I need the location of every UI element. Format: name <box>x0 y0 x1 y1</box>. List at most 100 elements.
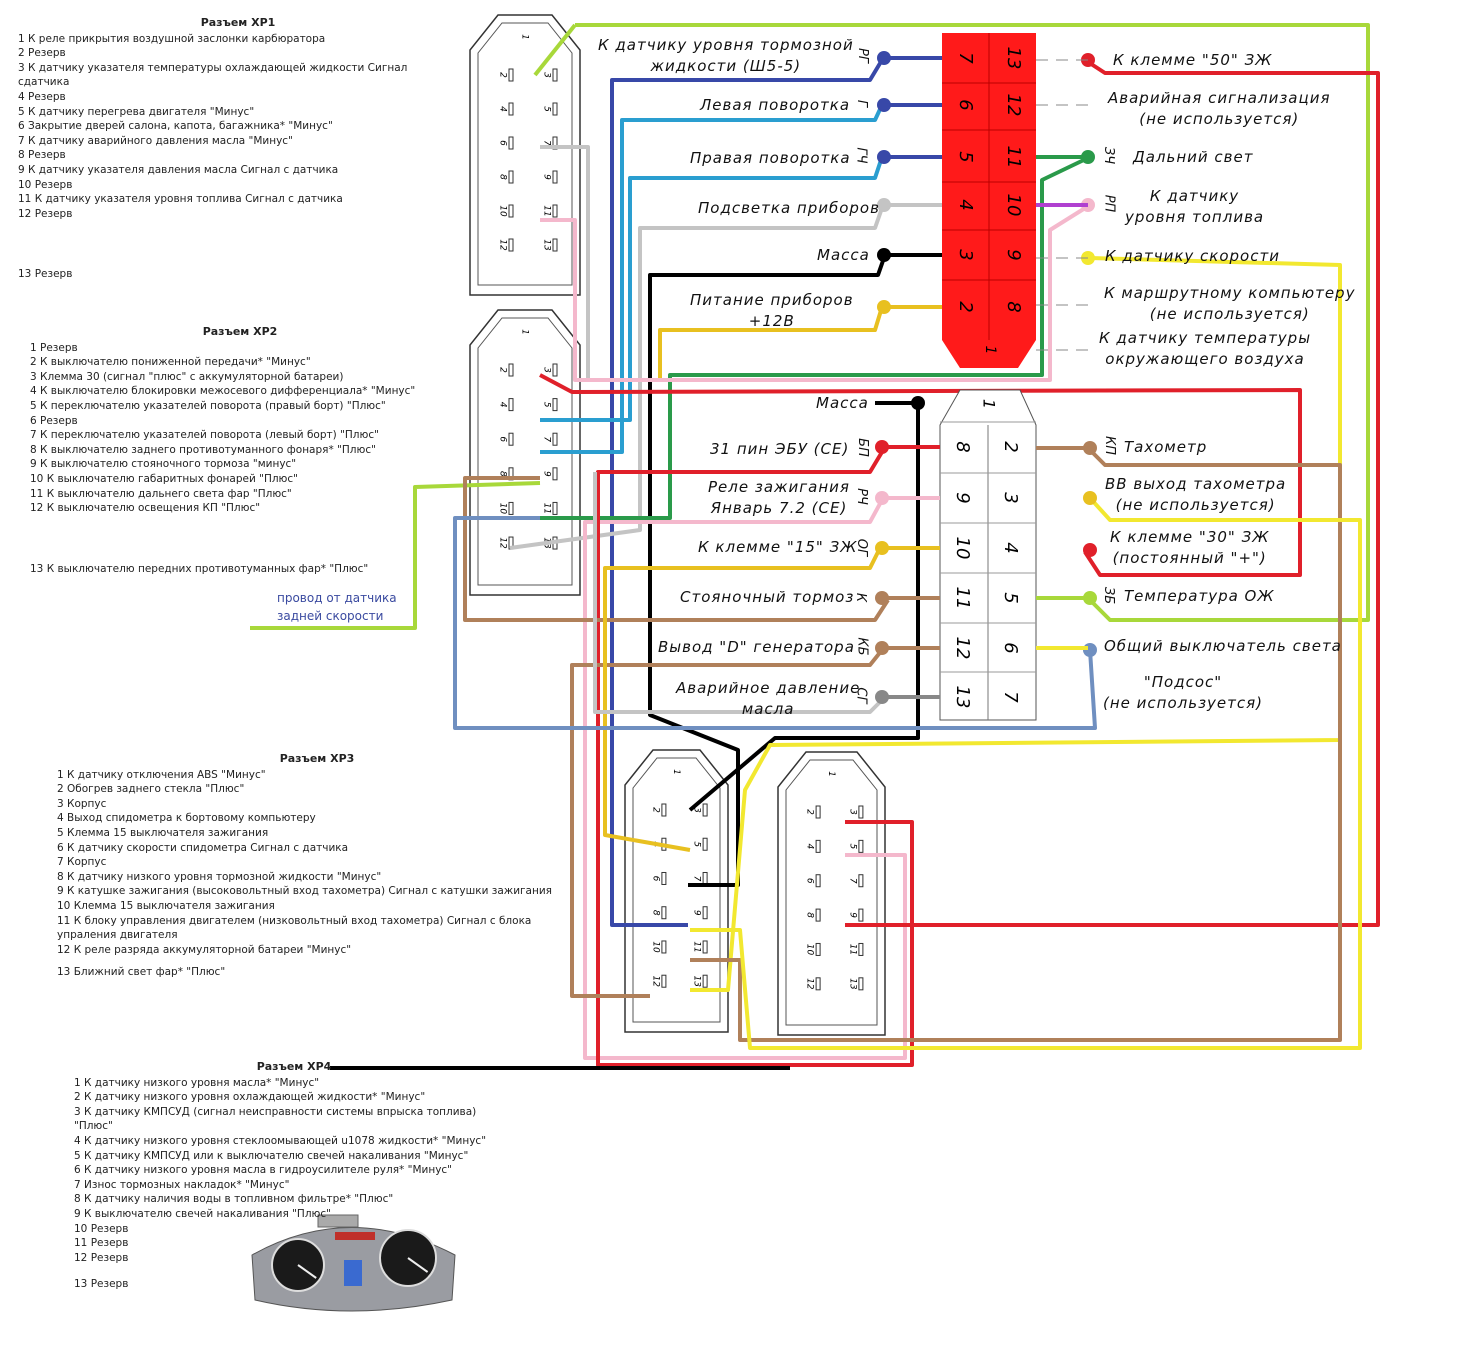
xp1-list-item: 7 К датчику аварийного давления масла "М… <box>18 134 293 147</box>
xp2-pin-socket <box>552 467 558 481</box>
xp2-list-item: 2 К выключателю пониженной передачи* "Ми… <box>30 356 311 369</box>
xp4-list-item: 1 К датчику низкого уровня масла* "Минус… <box>74 1076 320 1089</box>
xp3-pin-socket <box>661 974 667 988</box>
xp1-list-item: 12 Резерв <box>18 207 73 220</box>
code-og: ОГ <box>854 538 870 557</box>
xp4-pin-socket <box>858 942 864 956</box>
wire-power <box>658 306 884 380</box>
wire-terminal-15 <box>603 547 882 852</box>
xp3-list-item: 7 Корпус <box>57 856 107 869</box>
red-connector-pin: 13 <box>1003 47 1024 70</box>
code-bp: БП <box>854 438 870 457</box>
xp4-list-item: 11 Резерв <box>74 1237 129 1250</box>
wire-terminal-dot <box>877 51 891 65</box>
xp3-list-item: 3 Корпус <box>57 797 107 810</box>
xp3-pin-socket <box>661 871 667 885</box>
code-k: К <box>853 592 869 603</box>
xp2-pin: 11 <box>542 503 552 514</box>
xp1-pin-socket <box>508 68 514 82</box>
wire-terminal-dot <box>1083 441 1097 455</box>
xp4-pin-socket <box>815 942 821 956</box>
code-g: Г <box>854 99 870 108</box>
label-main-light-switch: Общий выключатель света <box>1104 637 1342 655</box>
xp1-list-item: 10 Резерв <box>18 178 73 191</box>
xp3-list-item: 5 Клемма 15 выключателя зажигания <box>57 826 269 839</box>
xp4-list-item: 4 К датчику низкого уровня стеклоомывающ… <box>74 1134 487 1147</box>
xp1-list-item: 6 Закрытие дверей салона, капота, багажн… <box>18 120 333 133</box>
xp4-pin: 2 <box>805 809 815 815</box>
gauge-needle <box>407 1257 429 1273</box>
xp4-pin-socket <box>858 908 864 922</box>
xp1-list-item: 8 Резерв <box>18 149 66 162</box>
xp2-pin-socket <box>552 501 558 515</box>
red-connector-pin: 5 <box>955 151 976 162</box>
wire-parking-brake <box>463 476 890 622</box>
xp3-pin-socket <box>702 974 708 988</box>
xp4-last-item: 13 Резерв <box>74 1278 129 1291</box>
xp4-list-item: 10 Резерв <box>74 1222 129 1235</box>
xp3-pin-socket <box>702 803 708 817</box>
xp2-list-item: 10 К выключателю габаритных фонарей "Плю… <box>30 472 299 485</box>
wire-terminal-50 <box>845 58 1380 927</box>
xp4-pin-socket <box>858 874 864 888</box>
xp1-list-item: 9 К датчику указателя давления масла Сиг… <box>18 163 339 176</box>
wire-terminal-dot <box>877 98 891 112</box>
xp4-pin: 10 <box>805 944 815 956</box>
xp4-list-item: 8 К датчику наличия воды в топливном фил… <box>74 1193 394 1206</box>
xp4-list-item: 9 К выключателю свечей накаливания "Плюс… <box>74 1207 331 1220</box>
white-connector-pin: 8 <box>952 441 973 452</box>
wire-light-switch <box>453 516 1097 730</box>
xp3-pin: 9 <box>692 910 702 916</box>
note-line-2: задней скорости <box>277 609 384 623</box>
white-connector-pin: 9 <box>952 492 973 503</box>
xp1-pin: 9 <box>542 174 552 180</box>
wire-terminal-dot <box>877 300 891 314</box>
xp2-list-item: 9 К выключателю стояночного тормоза "мин… <box>30 458 297 471</box>
xp3-inner-outline <box>632 757 721 1023</box>
xp2-pin-socket <box>508 398 514 412</box>
label-choke: "Подсос"(не используется) <box>1103 673 1264 712</box>
xp3-pin-socket <box>661 906 667 920</box>
xp1-pin: 8 <box>498 174 508 180</box>
wire-ignition-relay <box>583 499 907 1060</box>
code-kp: КП <box>1102 435 1118 456</box>
xp4-pin-socket <box>815 977 821 991</box>
wire-oil-pressure <box>593 472 884 714</box>
wire-terminal-dot <box>877 150 891 164</box>
xp3-list-item: 4 Выход спидометра к бортовому компьютер… <box>57 812 316 825</box>
xp1-pin: 5 <box>542 106 552 112</box>
xp2-inner-outline <box>477 317 573 586</box>
wire-coolant-temp <box>575 23 1370 622</box>
xp4-pin: 9 <box>847 912 857 918</box>
xp4-pin-socket <box>858 839 864 853</box>
xp4-list-item: 5 К датчику КМПСУД или к выключателю све… <box>74 1149 469 1162</box>
xp4-pin: 5 <box>847 843 857 849</box>
xp1-pin: 3 <box>542 72 552 78</box>
xp2-pin: 10 <box>497 503 507 515</box>
white-connector-pin: 3 <box>1000 492 1021 503</box>
xp2-list-item: 4 К выключателю блокировки межосевого ди… <box>30 385 416 398</box>
wire-left-turn <box>540 104 884 454</box>
xp1-pin-socket <box>552 68 558 82</box>
xp3-pin-1: 1 <box>671 769 681 775</box>
xp2-pin-socket <box>552 398 558 412</box>
xp2-pin-socket <box>552 432 558 446</box>
xp2-title: Разъем XP2 <box>202 325 278 338</box>
xp4-outline <box>777 751 886 1036</box>
xp1-pin-socket <box>508 170 514 184</box>
cluster-warning-lights <box>335 1232 375 1240</box>
xp1-title: Разъем XP1 <box>200 16 276 29</box>
wire-tachometer <box>690 446 1342 1042</box>
wire-terminal-30 <box>539 373 1302 577</box>
xp1-last-item: 13 Резерв <box>18 268 73 281</box>
cluster-mount <box>317 1214 359 1228</box>
label-parking-brake: Стояночный тормоз <box>680 588 855 606</box>
xp2-pin-socket <box>508 501 514 515</box>
label-right-turn: Правая поворотка <box>690 149 851 167</box>
xp1-pin-socket <box>552 170 558 184</box>
wire-speed-sensor <box>690 256 1342 992</box>
xp3-list-item: 10 Клемма 15 выключателя зажигания <box>57 899 275 912</box>
xp1-list-item: 3 К датчику указателя температуры охлажд… <box>18 61 408 89</box>
